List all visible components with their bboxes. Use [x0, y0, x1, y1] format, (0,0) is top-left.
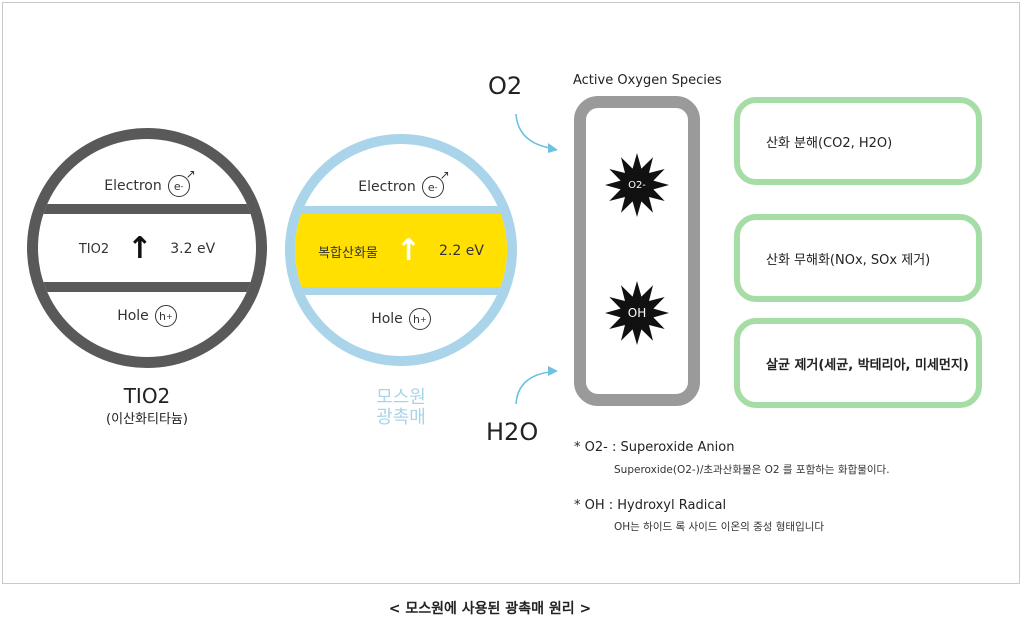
mosuwon-upper-divider: [295, 206, 507, 214]
superoxide-label: O2-: [628, 179, 646, 191]
effect-label: 산화 무해화(NOx, SOx 제거): [766, 252, 931, 268]
mosuwon-caption-line2: 광촉매: [376, 407, 426, 428]
superoxide-star: O2-: [604, 152, 670, 218]
mosuwon-hole-label: Hole: [371, 311, 403, 327]
tio2-hole-label: Hole: [117, 308, 149, 324]
mosuwon-circle: Electron e- ↗ 복합산화물 ↑ 2.2 eV Hole h+: [285, 134, 517, 366]
o2-arrow-path: [515, 113, 551, 149]
tio2-circle: Electron e- ↗ TIO2 ↑ 3.2 eV Hole h+: [27, 128, 267, 368]
tio2-hole-row: Hole h+: [38, 301, 256, 331]
mosuwon-electron-row: Electron e- ↗: [295, 168, 507, 202]
h2o-curved-arrow: [515, 366, 558, 405]
star-shape: [605, 281, 669, 345]
tio2-caption-sub: (이산화티타늄): [106, 412, 188, 427]
arrow-up-icon: ↑: [127, 231, 153, 266]
mosuwon-band-row: 복합산화물 ↑ 2.2 eV: [295, 222, 507, 280]
mosuwon-caption-line1: 모스원: [376, 387, 426, 408]
tio2-upper-divider: [38, 204, 256, 214]
h2o-arrow-path: [515, 371, 551, 405]
note-hydroxyl-heading: * OH : Hydroxyl Radical: [574, 498, 727, 513]
hydroxyl-star: OH: [604, 280, 670, 346]
mosuwon-hole-row: Hole h+: [295, 304, 507, 334]
electron-icon: e- ↗: [421, 168, 450, 198]
tio2-electron-label: Electron: [104, 178, 162, 194]
mosuwon-electron-label: Electron: [358, 179, 416, 195]
mosuwon-band: [295, 214, 507, 287]
tio2-center-label: TIO2: [78, 241, 110, 257]
o2-arrow-head: [548, 143, 558, 153]
mosuwon-caption: 모스원 광촉매: [285, 388, 517, 428]
effect-card-oxidative-detox: 산화 무해화(NOx, SOx 제거): [734, 214, 982, 302]
h2o-label: H2O: [486, 418, 539, 446]
o2-curved-arrow: [515, 113, 558, 153]
o2-label: O2: [488, 72, 523, 100]
mosuwon-center-label: 복합산화물: [318, 245, 378, 261]
active-oxygen-title: Active Oxygen Species: [573, 73, 722, 88]
tio2-band-row: TIO2 ↑ 3.2 eV: [38, 221, 256, 277]
hole-icon: h+: [408, 308, 431, 330]
note-hydroxyl-detail: OH는 하이드 록 사이드 이온의 중성 형태입니다: [614, 521, 825, 533]
tio2-energy: 3.2 eV: [170, 241, 216, 257]
arrow-up-right-icon: ↗: [185, 167, 196, 181]
tio2-lower-divider: [38, 282, 256, 292]
hydroxyl-label: OH: [627, 306, 647, 320]
star-shape: [605, 153, 669, 217]
note-superoxide-heading: * O2- : Superoxide Anion: [574, 440, 735, 455]
effect-label: 살균 제거(세균, 박테리아, 미세먼지): [766, 357, 969, 373]
arrow-up-icon: ↑: [395, 233, 422, 268]
mosuwon-lower-divider: [295, 287, 507, 295]
arrow-up-right-icon: ↗: [439, 168, 450, 182]
figure-caption: < 모스원에 사용된 광촉매 원리 >: [388, 601, 592, 617]
tio2-caption-title: TIO2: [123, 384, 171, 408]
star-burst-icon: [605, 281, 669, 345]
note-superoxide-detail: Superoxide(O2-)/초과산화물은 O2 를 포함하는 화합물이다.: [614, 464, 890, 476]
star-burst-icon: [605, 153, 669, 217]
mosuwon-energy: 2.2 eV: [439, 243, 484, 259]
h2o-arrow-head: [548, 366, 558, 376]
electron-icon: e- ↗: [167, 167, 196, 197]
hole-icon: h+: [154, 305, 177, 327]
active-oxygen-chamber: [574, 96, 700, 406]
effect-label: 산화 분해(CO2, H2O): [766, 135, 893, 151]
effect-card-oxidative-decomposition: 산화 분해(CO2, H2O): [734, 97, 982, 185]
effect-card-sterilization: 살균 제거(세균, 박테리아, 미세먼지): [734, 318, 982, 408]
tio2-electron-row: Electron e- ↗: [38, 167, 256, 201]
